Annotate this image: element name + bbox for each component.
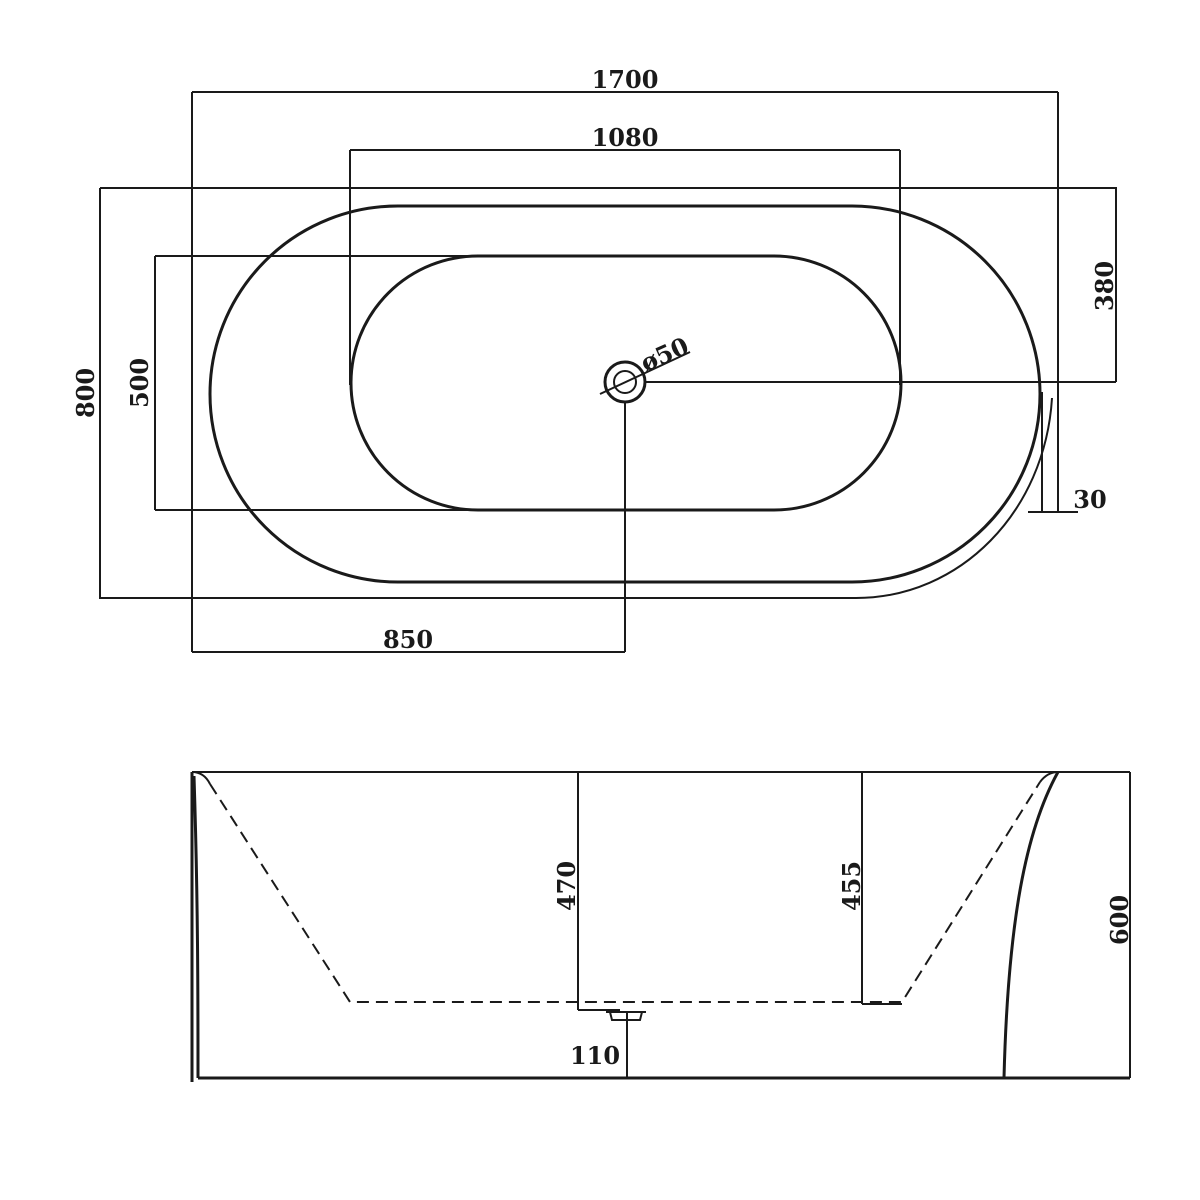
dim-depth-left: 470 bbox=[552, 772, 620, 1011]
side-view: 470 455 600 110 bbox=[190, 771, 1134, 1082]
dim-drain-offset-end: 850 bbox=[192, 402, 626, 654]
side-hidden-basin bbox=[209, 781, 1041, 1003]
dim-drain-diameter-label: ø50 bbox=[636, 331, 693, 378]
dim-1080-label: 1080 bbox=[592, 123, 659, 152]
dim-inner-length: 1080 bbox=[349, 123, 901, 385]
dim-600-label: 600 bbox=[1105, 895, 1134, 945]
dim-800-label: 800 bbox=[71, 368, 100, 418]
inner-basin bbox=[349, 254, 903, 512]
dim-30-label: 30 bbox=[1073, 485, 1106, 514]
dim-inner-width: 500 bbox=[125, 255, 478, 511]
drain: ø50 bbox=[599, 331, 693, 404]
dim-rim-offset: 30 bbox=[1028, 392, 1107, 514]
dim-depth-right: 455 bbox=[837, 772, 902, 1005]
dim-overall-length: 1700 bbox=[191, 65, 1059, 652]
dim-drain-offset-side: 380 bbox=[645, 261, 1119, 383]
dim-380-label: 380 bbox=[1090, 261, 1119, 311]
dim-500-label: 500 bbox=[125, 358, 154, 408]
dim-drain-height: 110 bbox=[570, 1011, 646, 1078]
dim-110-label: 110 bbox=[570, 1041, 620, 1070]
overall-outline bbox=[99, 187, 1117, 599]
outer-rim bbox=[208, 204, 1042, 584]
side-right-wall bbox=[1002, 771, 1060, 1079]
dim-455-label: 455 bbox=[837, 861, 866, 911]
plan-view: 1700 1080 500 800 ø50 380 850 bbox=[71, 65, 1119, 654]
dim-850-label: 850 bbox=[383, 625, 433, 654]
dim-470-label: 470 bbox=[552, 861, 581, 911]
dim-1700-label: 1700 bbox=[592, 65, 659, 94]
side-left-wall bbox=[190, 772, 200, 1082]
drain-inner-ring bbox=[613, 370, 637, 394]
